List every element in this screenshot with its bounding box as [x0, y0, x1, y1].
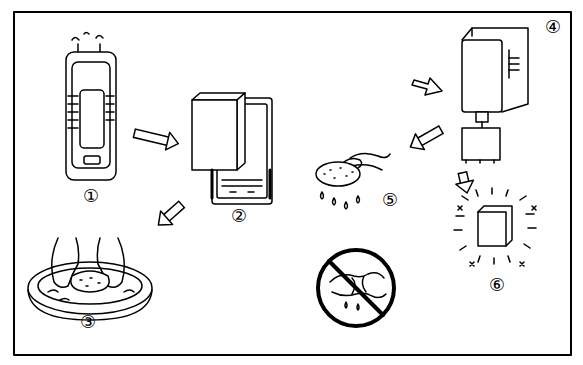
device-open	[192, 93, 272, 204]
sponge-hand	[316, 153, 390, 209]
no-wringing-symbol	[318, 250, 394, 326]
frame	[14, 12, 571, 355]
arrow-head	[456, 180, 474, 193]
arrow-fill	[418, 130, 440, 143]
arrow-head	[158, 211, 172, 225]
washing-basin	[28, 238, 152, 320]
illustration-panel: ①	[60, 38, 122, 208]
arrow-outline	[134, 133, 169, 141]
illustration-panel: ②	[190, 88, 280, 226]
device-closed	[66, 33, 116, 181]
flow-arrow	[456, 172, 474, 193]
illustration-panel: ⑥	[440, 200, 560, 335]
illustration-panel: ⑤	[305, 145, 400, 215]
arrow-head	[410, 134, 424, 150]
flow-arrow	[158, 204, 182, 225]
callout-number: ⑤	[382, 191, 398, 209]
illustration-panel: ④	[452, 15, 570, 165]
arrow-outline	[419, 129, 442, 142]
flow-arrow-hint	[412, 78, 442, 95]
arrow-fill	[165, 205, 181, 219]
callout-number: ②	[231, 207, 247, 225]
callout-number: ①	[83, 187, 99, 205]
illustration-panel: ③	[25, 232, 160, 335]
clean-box	[454, 188, 536, 266]
arrow-fill	[135, 133, 169, 141]
arrow-outline	[166, 204, 182, 218]
arrow-head	[166, 132, 179, 150]
flow-arrow	[134, 132, 179, 150]
callout-number: ⑥	[489, 276, 505, 294]
callout-number: ④	[545, 18, 561, 36]
callout-number: ③	[80, 313, 96, 331]
dispenser	[462, 28, 528, 163]
flow-arrow	[410, 129, 441, 149]
